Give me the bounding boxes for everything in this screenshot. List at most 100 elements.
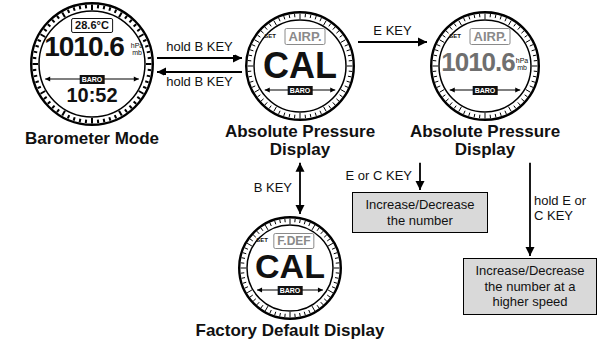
bezel-tick: [253, 299, 256, 301]
bezel-tick: [317, 228, 319, 231]
bezel-tick: [299, 313, 301, 316]
bezel-tick: [534, 71, 537, 72]
bezel-tick: [148, 69, 151, 71]
bezel-tick: [115, 10, 116, 13]
bezel-tick: [290, 219, 291, 225]
bezel-tick: [270, 223, 271, 226]
bezel-tick: [248, 60, 251, 61]
bezel-tick: [243, 282, 246, 283]
bezel-tick: [147, 51, 150, 54]
bezel-tick: [347, 50, 350, 51]
bezel-tick: [514, 106, 516, 109]
bezel-tick: [336, 99, 339, 101]
bezel-tick: [134, 101, 137, 103]
bezel-tick: [320, 18, 321, 21]
key-label: hold B KEY: [164, 75, 235, 90]
bezel-tick: [103, 6, 106, 9]
bezel-tick: [134, 24, 137, 26]
bezel-tick: [279, 313, 281, 316]
bezel-tick: [341, 90, 346, 93]
bezel-tick: [443, 95, 446, 97]
bezel-tick: [434, 55, 437, 57]
bezel-tick: [147, 75, 150, 78]
bezel-tick: [518, 27, 520, 30]
bezel-tick: [437, 86, 440, 87]
bezel-tick: [137, 97, 140, 99]
bezel-tick: [284, 219, 285, 222]
mode-tag: BARO: [288, 86, 313, 95]
key-label: B KEY: [252, 181, 294, 196]
bezel-tick: [265, 102, 267, 105]
bezel-tick: [269, 24, 271, 27]
action-box: Increase/Decrease the number at a higher…: [463, 258, 597, 315]
bezel-tick: [446, 99, 449, 101]
bezel-tick: [68, 115, 69, 118]
bezel-tick: [250, 50, 253, 51]
bezel-tick: [48, 101, 51, 103]
bezel-tick: [74, 7, 75, 10]
bezel-tick: [500, 16, 501, 19]
bezel-tick: [305, 14, 306, 17]
menu-readout: AIRP.: [285, 28, 326, 45]
bezel: [239, 217, 341, 319]
bezel-tick: [490, 115, 491, 118]
bezel-tick: [33, 69, 36, 71]
bezel-tick: [247, 243, 252, 246]
bezel-tick: [490, 14, 491, 17]
bezel: [31, 3, 153, 125]
arrow-line: [157, 57, 242, 59]
unit-text: hPa mb: [130, 42, 144, 57]
bezel-tick: [469, 113, 470, 116]
bezel-tick: [74, 117, 75, 120]
bezel-tick: [294, 115, 295, 118]
bezel-tick: [505, 111, 506, 114]
arrow-line: [358, 41, 427, 43]
bezel-tick: [250, 239, 253, 241]
bezel-tick: [454, 106, 456, 109]
bezel-tick: [279, 220, 281, 223]
bezel-tick: [109, 7, 110, 10]
bezel-tick: [35, 81, 38, 82]
key-label: E or C KEY: [344, 169, 414, 184]
bezel-tick: [253, 235, 256, 237]
bezel-tick: [119, 12, 122, 17]
bezel-tick: [242, 257, 245, 259]
bezel-tick: [533, 55, 536, 57]
bezel-tick: [252, 86, 255, 87]
bezel-tick: [450, 102, 452, 105]
bezel-tick: [446, 31, 449, 33]
bezel-tick: [249, 55, 252, 57]
bezel-tick: [241, 262, 244, 263]
bezel-tick: [334, 282, 337, 283]
bezel-tick: [509, 21, 512, 26]
lcd-face: [39, 11, 145, 117]
bezel-tick: [518, 102, 520, 105]
bezel-tick: [257, 302, 259, 305]
display-caption: Factory Default Display: [196, 322, 385, 339]
bezel-tick: [48, 24, 51, 26]
watch-display: SETF.DEFCALBAROFactory Default Display: [238, 216, 342, 320]
bezel-tick: [534, 60, 537, 61]
bezel-tick: [315, 113, 316, 116]
lcd-face: [247, 225, 333, 311]
bezel-tick: [289, 15, 291, 18]
bezel-tick: [532, 81, 535, 82]
bezel-tick: [509, 107, 512, 112]
bezel-tick: [248, 66, 254, 67]
bezel-tick: [143, 87, 146, 88]
bezel-tick: [261, 228, 263, 231]
display-caption: Barometer Mode: [25, 130, 159, 147]
bezel-tick: [143, 40, 146, 41]
arrow-line: [529, 163, 531, 256]
bezel-tick: [255, 40, 260, 43]
bezel-tick: [349, 60, 352, 61]
arrow-head: [416, 181, 425, 190]
bezel-tick: [485, 14, 486, 20]
bezel-tick: [289, 114, 291, 117]
bezel-tick: [241, 268, 247, 269]
bezel-tick: [440, 40, 445, 43]
bezel-tick: [340, 95, 343, 97]
bezel-tick: [469, 16, 470, 19]
bezel-tick: [347, 81, 350, 82]
